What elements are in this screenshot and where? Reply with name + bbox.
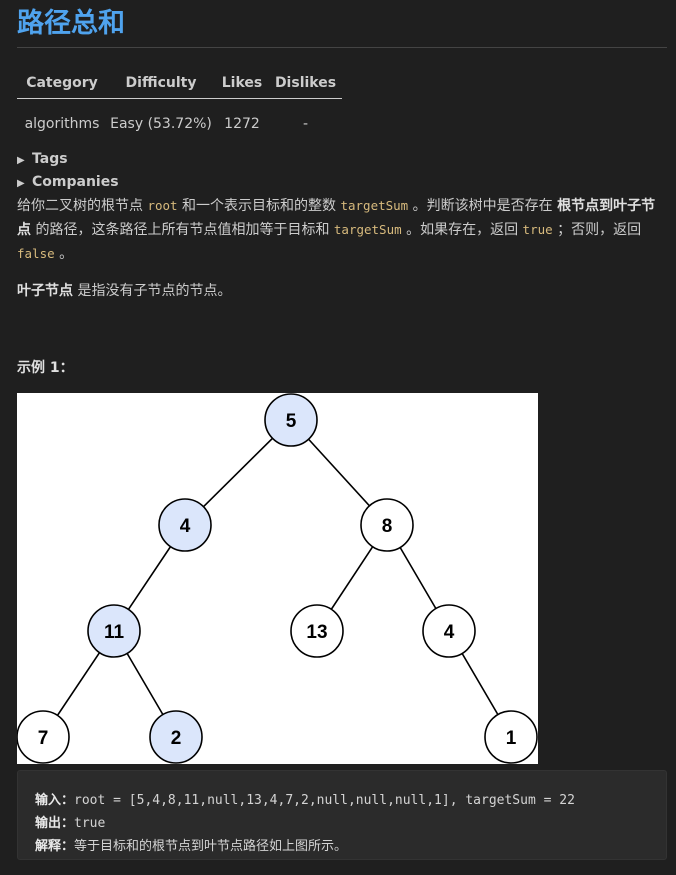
tags-label: Tags <box>32 151 68 167</box>
tree-node-circle <box>290 604 344 658</box>
title-divider <box>17 47 667 48</box>
tree-node-label: 7 <box>38 728 49 749</box>
explain-label: 解释： <box>35 839 75 854</box>
desc-text: ；否则，返回 <box>552 222 642 238</box>
triangle-right-icon: ▶ <box>17 155 25 166</box>
tree-node-circle <box>158 498 212 552</box>
tree-node-circle <box>422 604 476 658</box>
tree-node-label: 1 <box>506 728 517 749</box>
code-targetsum: targetSum <box>340 198 409 213</box>
tree-node-circle <box>149 710 203 764</box>
problem-title: 路径总和 <box>17 8 125 39</box>
header-difficulty: Difficulty <box>107 68 215 99</box>
tree-node-circle <box>264 393 318 447</box>
meta-table: Category Difficulty Likes Dislikes algor… <box>17 68 342 132</box>
desc-text: 的路径，这条路径上所有节点值相加等于目标和 <box>31 222 334 238</box>
header-likes: Likes <box>215 68 269 99</box>
desc-text: 和一个表示目标和的整数 <box>177 198 341 214</box>
tags-toggle[interactable]: ▶ Tags <box>17 148 667 171</box>
tree-node-label: 11 <box>104 622 125 643</box>
details-section: ▶ Tags ▶ Companies <box>17 148 667 194</box>
header-dislikes: Dislikes <box>269 68 342 99</box>
header-category: Category <box>17 68 107 99</box>
example-explain-line: 解释：等于目标和的根节点到叶节点路径如上图所示。 <box>35 835 649 858</box>
explain-value: 等于目标和的根节点到叶节点路径如上图所示。 <box>74 839 348 854</box>
desc-text: 。判断该树中是否存在 <box>408 198 558 214</box>
example-output-line: 输出：true <box>35 812 649 835</box>
tree-node-label: 8 <box>382 516 393 537</box>
tree-node-circle <box>87 604 141 658</box>
input-value: root = [5,4,8,11,null,13,4,7,2,null,null… <box>74 793 575 808</box>
companies-label: Companies <box>32 174 119 190</box>
desc-text: 。 <box>54 246 74 262</box>
code-root: root <box>147 198 178 213</box>
output-value: true <box>74 816 106 831</box>
leaf-definition: 叶子节点 是指没有子节点的节点。 <box>17 280 667 303</box>
tree-node-circle <box>360 498 414 552</box>
code-targetsum: targetSum <box>333 222 402 237</box>
output-label: 输出： <box>35 816 75 831</box>
cell-difficulty: Easy (53.72%) <box>110 116 212 132</box>
leaf-text: 是指没有子节点的节点。 <box>73 283 232 299</box>
cell-likes: 1272 <box>224 116 260 132</box>
input-label: 输入： <box>35 793 75 808</box>
tree-node-label: 2 <box>171 728 182 749</box>
problem-description: 给你二叉树的根节点 root 和一个表示目标和的整数 targetSum 。判断… <box>17 194 667 266</box>
code-false: false <box>17 246 55 261</box>
tree-node-label: 4 <box>444 622 455 643</box>
desc-text: 。如果存在，返回 <box>401 222 523 238</box>
companies-toggle[interactable]: ▶ Companies <box>17 171 667 194</box>
leaf-bold: 叶子节点 <box>17 283 73 299</box>
tree-node-label: 13 <box>306 622 327 643</box>
tree-node-label: 4 <box>180 516 191 537</box>
tree-node-circle <box>484 710 538 764</box>
code-true: true <box>522 222 553 237</box>
tree-node-circle <box>17 710 70 764</box>
desc-bold: 根节点到叶子节点 <box>17 198 656 238</box>
desc-text: 给你二叉树的根节点 <box>17 198 148 214</box>
example-code-block: 输入：root = [5,4,8,11,null,13,4,7,2,null,n… <box>17 770 667 860</box>
cell-category: algorithms <box>24 116 100 132</box>
example-title: 示例 1： <box>17 360 74 376</box>
cell-dislikes: - <box>302 116 309 132</box>
table-row: algorithms Easy (53.72%) 1272 - <box>17 99 342 132</box>
triangle-right-icon: ▶ <box>17 178 25 189</box>
example-input-line: 输入：root = [5,4,8,11,null,13,4,7,2,null,n… <box>35 789 649 812</box>
tree-diagram: 5 4 8 11 13 4 7 2 1 <box>17 393 538 764</box>
tree-node-label: 5 <box>286 411 297 432</box>
